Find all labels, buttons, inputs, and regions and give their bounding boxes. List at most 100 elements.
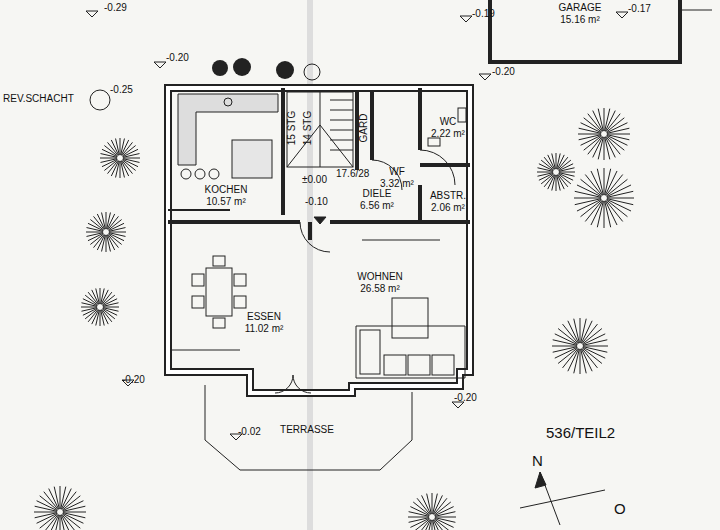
tree-ray — [578, 134, 601, 135]
room-label: ESSEN11.02 m² — [243, 311, 286, 335]
tree-ray — [35, 513, 57, 518]
room-name: DIELE — [360, 188, 394, 200]
plan-label: -0.20 — [492, 66, 515, 78]
tree-ray — [605, 201, 611, 227]
tree-ray — [100, 288, 101, 304]
tree-ray — [580, 349, 581, 374]
tree-ray — [54, 487, 59, 509]
tree-ray — [433, 495, 442, 514]
dining-table — [192, 256, 246, 328]
tree-ray — [435, 518, 454, 527]
outer-wall-inner — [168, 88, 470, 393]
room-label: KOCHEN10.57 m² — [203, 184, 250, 208]
tree-ray — [607, 198, 634, 199]
garage-wall — [490, 0, 680, 62]
plan-label: 15 STG — [286, 111, 298, 145]
plan-label: N — [532, 452, 543, 469]
tree-ray — [63, 512, 86, 513]
tree-ray — [607, 128, 629, 133]
plan-label: -0.02 — [238, 426, 261, 438]
plan-label: -0.20 — [166, 52, 189, 64]
terrace-outline — [205, 385, 412, 470]
tree-ray — [557, 155, 564, 169]
plan-label: -0.20 — [122, 374, 145, 386]
tree-ray — [583, 346, 608, 347]
tree-ray — [553, 347, 577, 353]
tree-ray — [120, 138, 121, 155]
room-name: KOCHEN — [205, 184, 248, 196]
tree-ray — [103, 308, 117, 315]
tree-ray — [92, 310, 99, 324]
tree-ray — [427, 494, 432, 514]
room-label: ABSTR.2.06 m² — [428, 190, 468, 214]
room-name: TERRASSE — [280, 424, 334, 436]
garage-line — [680, 10, 712, 11]
room-label: WF3.32 m² — [378, 166, 416, 190]
tree-ray — [435, 512, 455, 517]
room-area: 15.16 m² — [559, 14, 602, 26]
manhole — [90, 90, 110, 110]
tree-ray — [408, 517, 429, 518]
tree-ray — [548, 175, 555, 189]
tree-ray — [556, 175, 557, 191]
tree-ray — [607, 191, 633, 197]
tree-ray — [559, 173, 573, 180]
tree-ray — [101, 310, 105, 326]
outer-wall — [168, 88, 470, 393]
room-name: WF — [380, 166, 414, 178]
tree-ray — [433, 520, 438, 530]
tree-ray — [96, 288, 100, 304]
tree-ray — [83, 299, 97, 306]
tree-ray — [123, 159, 138, 166]
tree-ray — [100, 310, 101, 326]
tree-ray — [580, 318, 581, 343]
tree-ray — [607, 134, 630, 135]
tree-ray — [435, 517, 456, 518]
tree-ray — [579, 135, 601, 140]
room-label: DIELE6.56 m² — [358, 188, 396, 212]
plan-label: -0.20 — [454, 392, 477, 404]
tree-ray — [86, 232, 103, 233]
tree-ray — [432, 520, 433, 530]
tree-ray — [107, 235, 111, 252]
tree-ray — [123, 154, 140, 158]
tree-ray — [109, 228, 126, 232]
tree-ray — [598, 109, 603, 131]
tree-ray — [111, 161, 118, 176]
tree-ray — [604, 201, 605, 228]
tree-ray — [107, 214, 114, 229]
tree-ray — [63, 506, 85, 511]
tree-ray — [101, 159, 118, 163]
tree-ray — [575, 199, 601, 205]
room-label: GARAGE15.16 m² — [557, 2, 604, 26]
plan-label: -0.10 — [305, 196, 328, 208]
tree-ray — [574, 319, 580, 343]
tree-ray — [88, 223, 103, 230]
kitchen-counter — [178, 94, 278, 179]
tree-ray — [87, 233, 104, 237]
room-label: WOHNEN26.58 m² — [355, 271, 405, 295]
room-area: 11.02 m² — [245, 323, 284, 335]
plan-label: ±0.00 — [302, 174, 327, 186]
tree-ray — [604, 108, 605, 131]
tree-ray — [100, 158, 117, 159]
plan-label: GARD — [358, 114, 370, 143]
tree-ray — [106, 235, 107, 252]
tree-ray — [101, 290, 108, 304]
tree-ray — [121, 140, 128, 155]
tree-ray — [537, 172, 553, 173]
tree-ray — [581, 349, 587, 373]
tree-ray — [559, 172, 575, 173]
tree-ray — [123, 158, 140, 159]
sofa — [356, 298, 465, 378]
plan-label: O — [614, 500, 626, 517]
tree-ray — [434, 519, 450, 530]
room-name: WC — [431, 116, 465, 128]
tree-ray — [552, 346, 577, 347]
plan-label: -0.17 — [628, 3, 651, 15]
tree-ray — [583, 340, 607, 346]
plan-label: -0.19 — [472, 8, 495, 20]
room-area: 2.06 m² — [430, 202, 466, 214]
tree-ray — [121, 161, 125, 178]
